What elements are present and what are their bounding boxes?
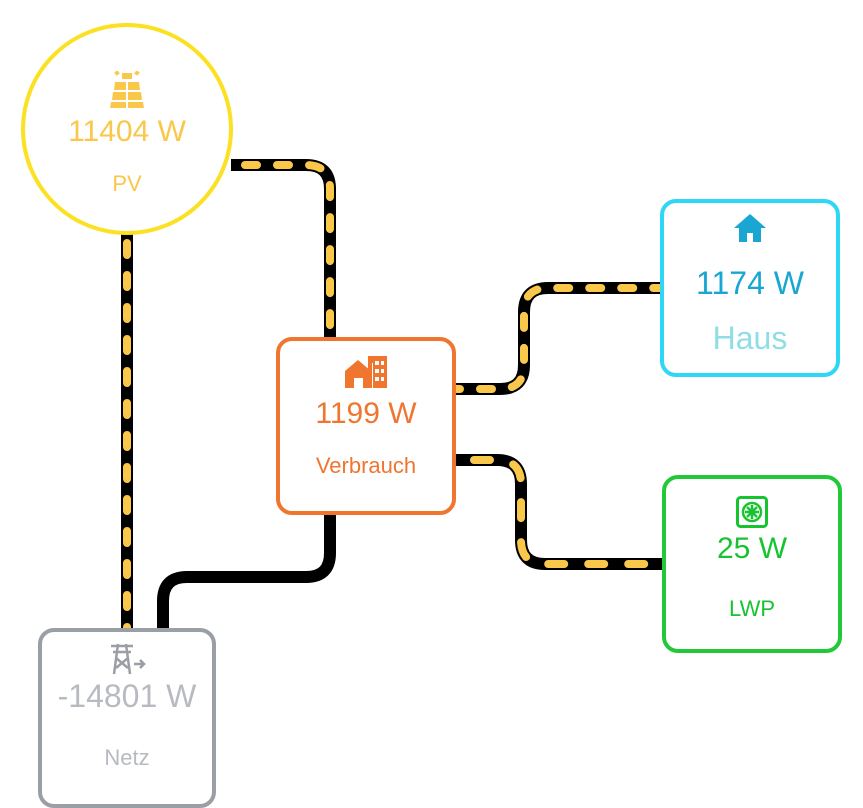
flow-verbrauch-haus-dash xyxy=(450,284,666,393)
flow-verbrauch-lwp-dash xyxy=(450,456,668,568)
haus-node[interactable]: 1174 W Haus xyxy=(660,199,840,377)
home-icon xyxy=(734,214,766,242)
flow-pv-verbrauch-dash xyxy=(227,161,334,343)
pv-label: PV xyxy=(112,171,142,196)
home-city-icon xyxy=(345,356,387,388)
haus-label: Haus xyxy=(712,320,788,356)
pv-node[interactable]: 11404 W PV xyxy=(21,23,233,235)
netz-label: Netz xyxy=(104,745,150,770)
flow-verbrauch-lwp xyxy=(454,454,664,570)
verbrauch-node[interactable]: 1199 W Verbrauch xyxy=(276,337,456,515)
verbrauch-label: Verbrauch xyxy=(315,453,417,478)
netz-power-value: -14801 W xyxy=(57,678,197,714)
solar-panel-icon xyxy=(110,71,144,108)
flow-netz-verbrauch xyxy=(157,513,336,630)
flow-verbrauch-haus xyxy=(454,282,662,395)
haus-power-value: 1174 W xyxy=(696,265,804,301)
lwp-node[interactable]: 25 W LWP xyxy=(662,475,842,653)
lwp-label: LWP xyxy=(728,596,776,621)
pv-power-value: 11404 W xyxy=(68,115,186,148)
netz-node[interactable]: -14801 W Netz xyxy=(38,628,216,808)
flow-pv-verbrauch xyxy=(231,159,336,339)
transmission-tower-export-icon xyxy=(111,643,146,675)
lwp-power-value: 25 W xyxy=(716,532,788,565)
heat-pump-icon xyxy=(736,496,768,528)
verbrauch-power-value: 1199 W xyxy=(315,397,417,430)
